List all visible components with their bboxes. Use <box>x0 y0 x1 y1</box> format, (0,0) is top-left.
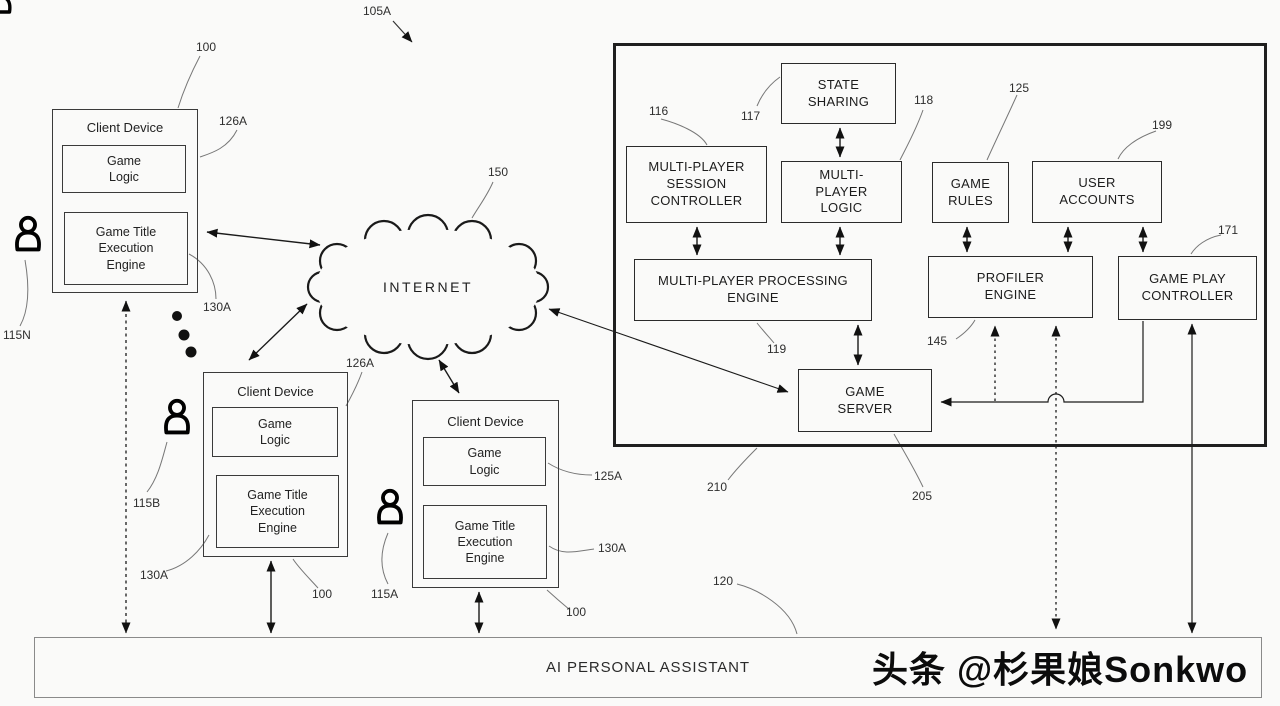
game-rules-label: GAME RULES <box>948 175 993 208</box>
leader-lines <box>19 55 1222 635</box>
ref-label-100-dev3: 100 <box>566 605 587 619</box>
state-sharing-label: STATE SHARING <box>807 76 870 109</box>
multiplayer-logic-box: MULTI-PLAYER LOGIC <box>781 161 902 223</box>
internet-label: INTERNET <box>383 279 473 295</box>
ref-label-126a-dev1: 126A <box>219 114 248 128</box>
ref-label-115n: 115N <box>3 328 31 342</box>
ref-label-125a-dev3: 125A <box>594 469 623 483</box>
user-icon <box>164 398 190 435</box>
gameserver-feedback-line <box>940 321 1144 407</box>
ref-label-118: 118 <box>914 93 934 107</box>
ref-label-119: 119 <box>767 342 787 356</box>
game-play-controller-label: GAME PLAY CONTROLLER <box>1141 271 1234 303</box>
dashed-connectors <box>121 300 1061 634</box>
ref-label-116: 116 <box>649 104 669 118</box>
ref-label-120: 120 <box>713 574 734 588</box>
internet-cloud <box>306 213 550 361</box>
game-logic-label: Game Logic <box>467 446 502 477</box>
ai-personal-assistant-bar: AI PERSONAL ASSISTANT <box>34 637 1262 698</box>
ref-label-145: 145 <box>927 334 948 348</box>
watermark-text: 头条 @杉果娘Sonkwo <box>872 649 1249 690</box>
profiler-engine-box: PROFILER ENGINE <box>928 256 1093 318</box>
multiplayer-session-controller-box: MULTI-PLAYER SESSION CONTROLLER <box>626 146 767 223</box>
ref-label-210: 210 <box>707 480 728 494</box>
ref-label-130a-dev2: 130A <box>140 568 169 582</box>
game-cloud-server-frame <box>613 43 1267 447</box>
user-accounts-box: USER ACCOUNTS <box>1032 161 1162 223</box>
ellipsis-dots <box>172 311 197 358</box>
session-controller-label: MULTI-PLAYER SESSION CONTROLLER <box>648 159 745 208</box>
state-sharing-box: STATE SHARING <box>781 63 896 124</box>
ref-label-125: 125 <box>1009 81 1030 95</box>
game-logic-box: Game Logic <box>212 407 338 457</box>
user-icon <box>15 215 41 252</box>
processing-engine-label: MULTI-PLAYER PROCESSING ENGINE <box>658 273 848 305</box>
connector-arrows <box>206 127 1197 634</box>
multiplayer-processing-engine-box: MULTI-PLAYER PROCESSING ENGINE <box>634 259 872 321</box>
multiplayer-logic-label: MULTI-PLAYER LOGIC <box>815 166 868 216</box>
game-server-box: GAME SERVER <box>798 369 932 432</box>
client-device-2: Client Device <box>203 372 348 557</box>
client-device-title: Client Device <box>237 384 314 399</box>
game-title-execution-engine-box: Game Title Execution Engine <box>216 475 339 548</box>
ref-label-150: 150 <box>488 165 509 179</box>
client-device-3: Client Device <box>412 400 559 588</box>
ref-label-117: 117 <box>741 109 761 123</box>
engine-label: Game Title Execution Engine <box>95 225 157 272</box>
engine-label: Game Title Execution Engine <box>454 518 516 566</box>
fig-pointer-arrow <box>392 20 413 43</box>
game-logic-box: Game Logic <box>423 437 546 486</box>
client-device-title: Client Device <box>447 414 524 429</box>
ref-label-130a-dev1: 130A <box>203 300 232 314</box>
user-accounts-label: USER ACCOUNTS <box>1059 175 1135 207</box>
ref-label-105a: 105A <box>363 4 392 18</box>
ref-label-199: 199 <box>1152 118 1173 132</box>
engine-label: Game Title Execution Engine <box>247 488 308 535</box>
game-logic-label: Game Logic <box>106 153 142 184</box>
game-logic-box: Game Logic <box>62 145 186 193</box>
ref-label-205: 205 <box>912 489 933 503</box>
ref-label-100-top: 100 <box>196 40 217 54</box>
ref-label-100-dev2: 100 <box>312 587 333 601</box>
game-title-execution-engine-box: Game Title Execution Engine <box>64 212 188 285</box>
ref-label-130a-dev3: 130A <box>598 541 627 555</box>
user-icon <box>377 488 403 525</box>
game-rules-box: GAME RULES <box>932 162 1009 223</box>
client-device-1: Client Device <box>52 109 198 293</box>
ref-label-115b: 115B <box>133 496 161 510</box>
game-server-label: GAME SERVER <box>837 383 893 416</box>
ref-label-126a-dev2: 126A <box>346 356 375 370</box>
ref-label-115a: 115A <box>371 587 399 601</box>
game-logic-label: Game Logic <box>257 416 293 447</box>
game-title-execution-engine-box: Game Title Execution Engine <box>423 505 547 579</box>
ai-personal-assistant-label: AI PERSONAL ASSISTANT <box>546 659 750 676</box>
ref-label-171: 171 <box>1218 223 1239 237</box>
game-play-controller-box: GAME PLAY CONTROLLER <box>1118 256 1257 320</box>
client-device-title: Client Device <box>86 120 164 135</box>
profiler-engine-label: PROFILER ENGINE <box>976 270 1045 302</box>
